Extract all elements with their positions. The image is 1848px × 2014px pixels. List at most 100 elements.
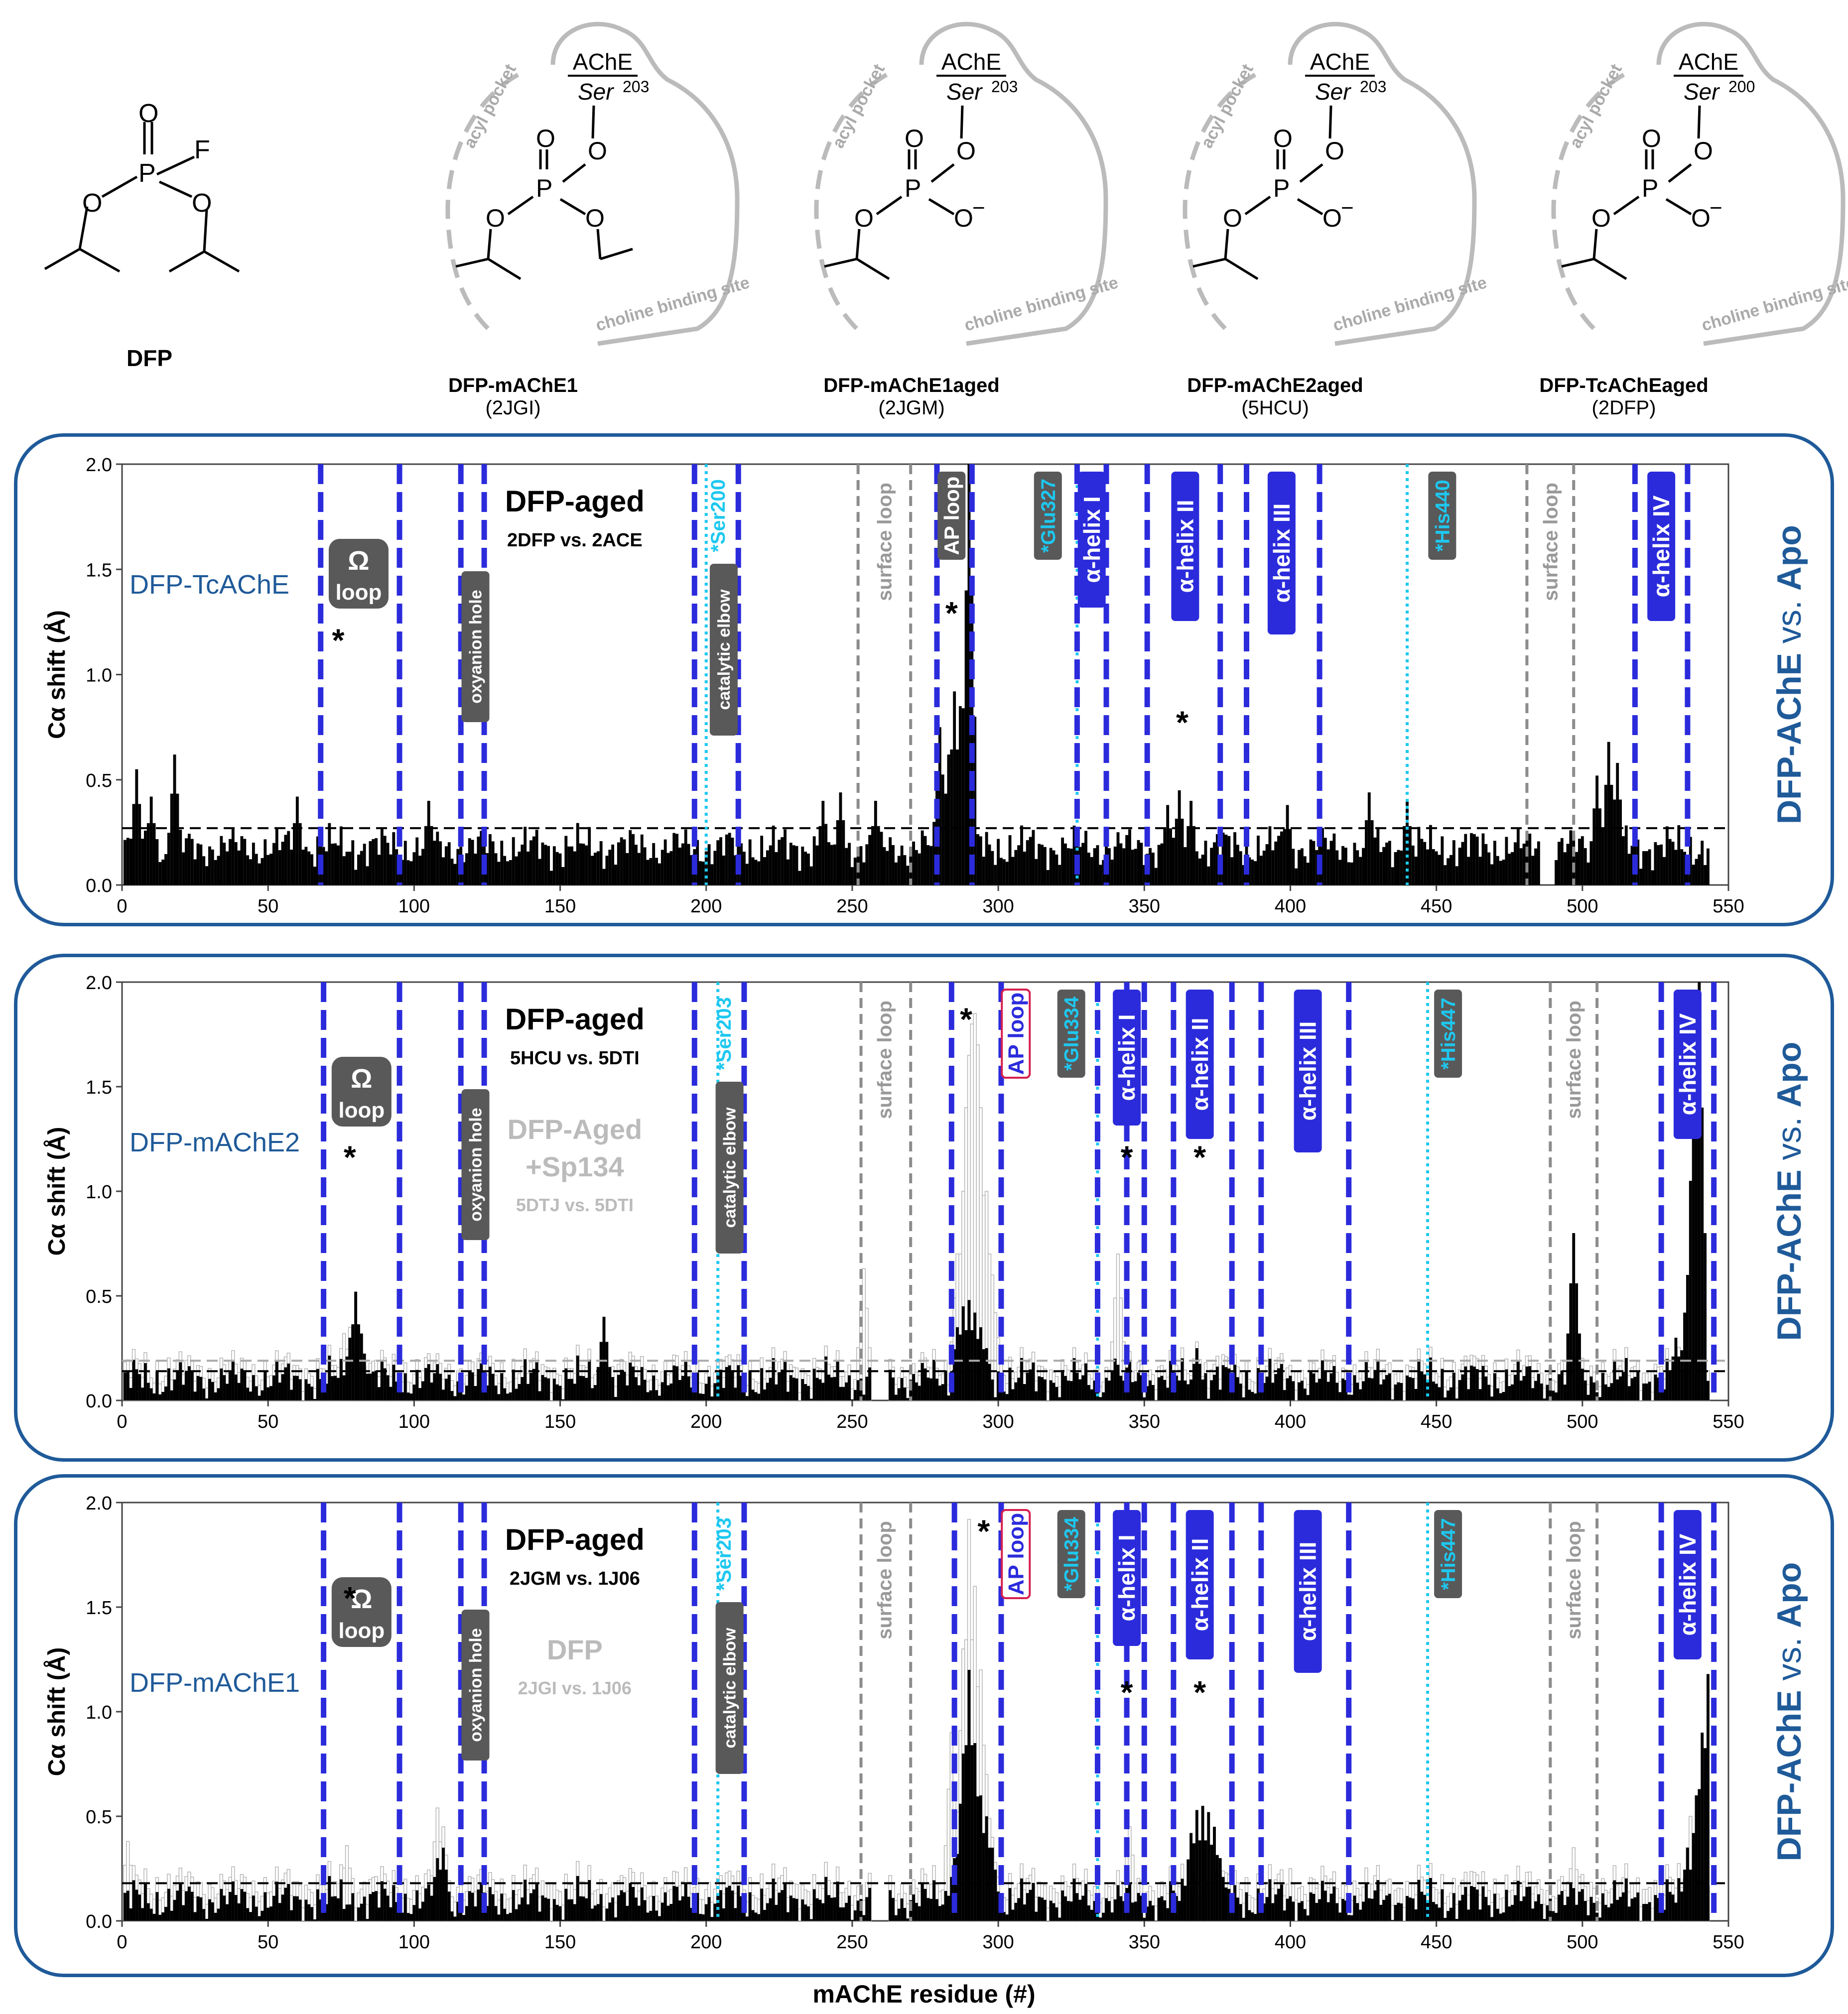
bar [1546,1905,1549,1921]
bar [1522,1896,1526,1921]
bar [929,846,933,885]
bar [1481,833,1485,885]
bar [1032,1362,1035,1400]
bar [372,1371,375,1400]
bar [637,1905,641,1921]
bar [784,829,787,885]
bar [1242,1917,1245,1921]
bar [827,842,830,885]
bar [760,836,764,885]
bar [1172,838,1175,885]
bar [997,1891,1000,1921]
bar [1472,1367,1476,1400]
bond [1224,257,1259,280]
bar [527,851,529,885]
bar [202,856,206,885]
bar [1046,870,1050,885]
bar [1312,841,1316,885]
bar [132,1880,135,1921]
bar [1259,1908,1263,1921]
bar [1621,1372,1625,1400]
atom-o: O [1691,204,1711,232]
bar [1341,1378,1344,1400]
bar [512,837,515,885]
bar [1072,1358,1076,1400]
bar [973,1743,977,1921]
bar [1552,1390,1555,1400]
bar [480,831,483,885]
x-tick-label: 50 [258,1932,278,1953]
bar [383,1368,387,1400]
bar [1072,825,1076,885]
bar [1490,1396,1493,1400]
bar [527,1384,529,1400]
bar [567,1379,571,1400]
bar [1397,850,1400,885]
bar [544,845,547,885]
bar [1326,1382,1330,1400]
bar [690,855,693,885]
bar [1642,1384,1645,1400]
bar [138,804,141,885]
bar [775,852,778,885]
bar [1265,1377,1269,1400]
y-tick-label: 1.0 [86,1182,112,1203]
bar [1604,784,1607,885]
bar [821,801,825,885]
atom-o: O [1694,137,1713,165]
bar [897,1388,901,1400]
bar [1408,1897,1412,1921]
bar [521,1377,524,1400]
bar [1686,1848,1689,1921]
bar [1163,1380,1167,1400]
bar [418,856,422,885]
bar [1467,1909,1470,1921]
bar [669,851,673,885]
bar [532,836,535,885]
bar [521,844,524,885]
bar [862,1268,866,1401]
region-badge: *Glu327 [1034,472,1062,560]
bar [781,837,784,885]
x-tick-label: 200 [690,1411,722,1432]
bar [524,1359,527,1400]
bar [1169,828,1172,885]
x-tick-label: 100 [398,1411,430,1432]
bar [1668,1891,1672,1921]
bar [1584,1900,1587,1921]
bar [1230,857,1234,885]
bar [842,1386,845,1400]
bar [812,836,816,885]
bar [412,852,416,885]
bar [1113,1899,1117,1921]
bar [1362,1381,1365,1400]
bar [1096,845,1099,885]
bar [1552,1911,1555,1921]
bar [234,842,238,885]
bar [465,1906,468,1921]
bar [304,1379,308,1400]
bar [187,1887,191,1921]
bar [1131,1382,1134,1400]
bar [836,820,839,885]
bar [1502,860,1505,885]
bar [442,857,445,885]
bar [515,1909,518,1921]
bar [1119,1376,1123,1400]
bar [1359,857,1362,885]
bar [281,1374,284,1400]
bar [1271,1383,1275,1400]
comparison-sub-2: 5DTJ vs. 5DTI [516,1195,634,1215]
bar [392,1365,396,1400]
bar [991,851,994,885]
bar [552,1379,556,1400]
bar [617,1895,620,1921]
bar [1230,1910,1234,1921]
bar [801,1379,804,1400]
bar [1069,1901,1073,1921]
bar [666,1385,670,1400]
bar [853,1910,857,1921]
bar [135,769,138,885]
bar [1575,1283,1579,1400]
